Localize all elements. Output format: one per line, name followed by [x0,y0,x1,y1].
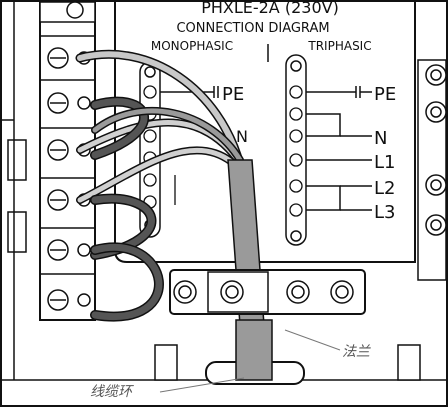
triphasic-terminal-strip [285,54,307,246]
tri-n-label: N [374,128,387,149]
tri-l1-label: L1 [374,152,395,173]
bottom-brackets [154,344,421,381]
mono-pe-label: PE [222,84,244,105]
tri-l3-label: L3 [374,202,395,223]
left-terminal-block [39,1,96,321]
tri-pe-label: PE [374,84,396,105]
flange-plate [169,269,366,315]
cable-loop-leader [159,377,245,393]
terminal-clamp [77,96,91,110]
mono-n-label: N [236,127,248,146]
cable-loop-callout: 线缆环 [90,384,134,400]
model-title: PHXLE-2A (230V) [201,0,339,17]
diagram-subtitle: CONNECTION DIAGRAM [176,21,329,36]
terminal-clamp [77,293,91,307]
tri-leads [306,113,372,211]
wires [75,49,249,322]
terminal-clamp [77,243,91,257]
tri-l2-label: L2 [374,178,395,199]
right-side-bolts [417,59,447,281]
monophasic-label: MONOPHASIC [151,39,233,53]
tri-ground-symbol [306,86,372,98]
flange-callout: 法兰 [342,344,371,360]
triphasic-label: TRIPHASIC [307,39,371,53]
mono-ground-symbol [160,86,219,98]
cable-grommet [205,319,305,385]
flange-leader [284,329,341,351]
